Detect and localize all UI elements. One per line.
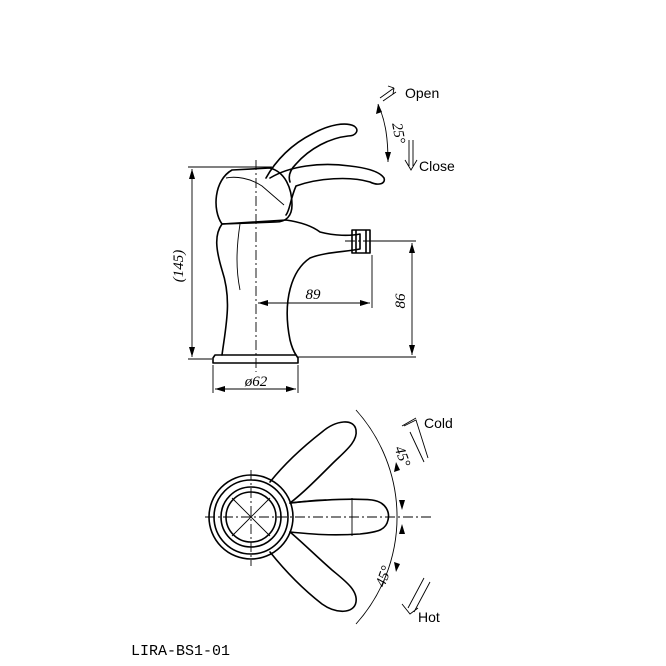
body-inner-curve — [236, 223, 241, 291]
lever-angle-text: 25° — [388, 122, 407, 145]
lever-closed — [269, 163, 386, 216]
dim-height-text: (145) — [171, 250, 187, 283]
close-label: Close — [419, 158, 455, 174]
cold-arrow-icon — [401, 417, 429, 463]
lever-open — [265, 123, 358, 183]
top-angle-arc — [355, 409, 398, 625]
top-lever-hot — [269, 531, 357, 613]
spout-nozzle — [351, 229, 371, 254]
faucet-body — [215, 219, 361, 356]
side-view: (145) 86 89 ø62 25° Open Close — [171, 85, 455, 393]
hot-label: Hot — [418, 609, 440, 625]
hot-arrow-icon — [401, 577, 431, 615]
cartridge-detail — [225, 176, 285, 206]
faucet-base — [212, 354, 299, 364]
cold-label: Cold — [424, 415, 453, 431]
top-lever-center — [289, 499, 327, 504]
hot-angle-text: 45° — [373, 564, 395, 589]
dim-base-text: ø62 — [244, 374, 268, 390]
open-arrow-icon — [379, 85, 397, 102]
dim-spout-height-text: 86 — [393, 293, 409, 309]
cold-angle-text: 45° — [391, 444, 413, 469]
open-label: Open — [405, 85, 439, 101]
top-lever-cold — [269, 421, 357, 504]
close-arrow-icon — [404, 140, 418, 171]
top-view: 45° 45° Cold Hot — [205, 409, 453, 625]
cartridge-head — [215, 167, 293, 225]
dim-spout-reach-text: 89 — [306, 287, 322, 303]
model-code: LIRA-BS1-01 — [131, 643, 230, 660]
top-spout — [289, 498, 390, 536]
